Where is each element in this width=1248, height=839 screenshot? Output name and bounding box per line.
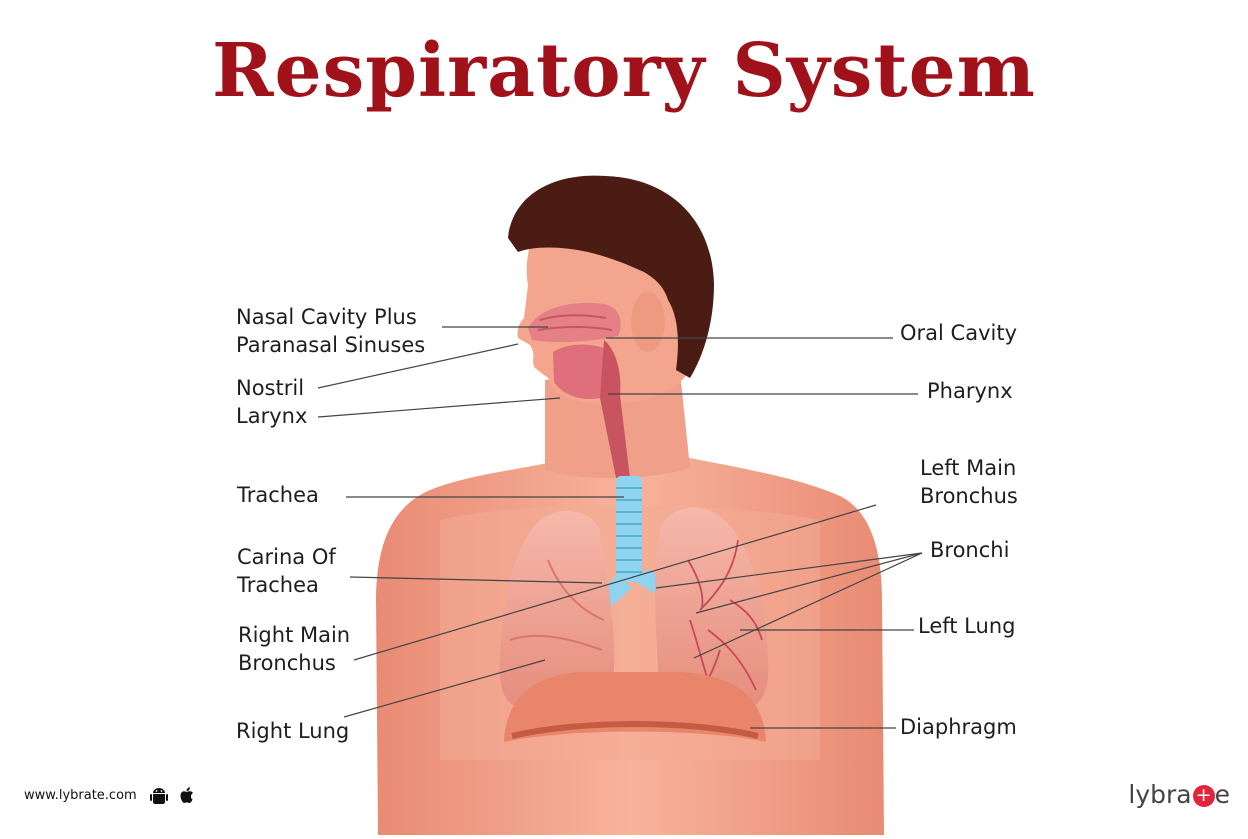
label-larynx: Larynx (236, 404, 308, 428)
leader-lines (317, 326, 923, 729)
apple-icon[interactable] (178, 786, 196, 806)
brand-logo: lybra+e (1128, 780, 1230, 809)
label-right-lung: Right Lung (236, 719, 350, 743)
pharynx-tube (600, 340, 630, 478)
oral-cavity-shape (553, 344, 613, 400)
label-left-lung: Left Lung (918, 614, 1016, 638)
plus-icon: + (1192, 785, 1215, 807)
label-diaphragm: Diaphragm (900, 715, 1017, 739)
page-title: Respiratory System (212, 28, 1036, 114)
label-pharynx: Pharynx (927, 379, 1013, 403)
hair (508, 175, 714, 378)
label-oral-cavity: Oral Cavity (900, 321, 1017, 345)
nasal-cavity-shape (528, 302, 621, 343)
label-trachea: Trachea (237, 483, 319, 507)
footer-website-link[interactable]: www.lybrate.com (24, 788, 137, 803)
label-nostril: Nostril (236, 376, 305, 400)
label-bronchi: Bronchi (930, 538, 1010, 562)
trachea-shape (616, 476, 642, 582)
ear (631, 292, 665, 352)
right-lung-shape (499, 510, 615, 713)
android-icon[interactable] (150, 786, 168, 806)
